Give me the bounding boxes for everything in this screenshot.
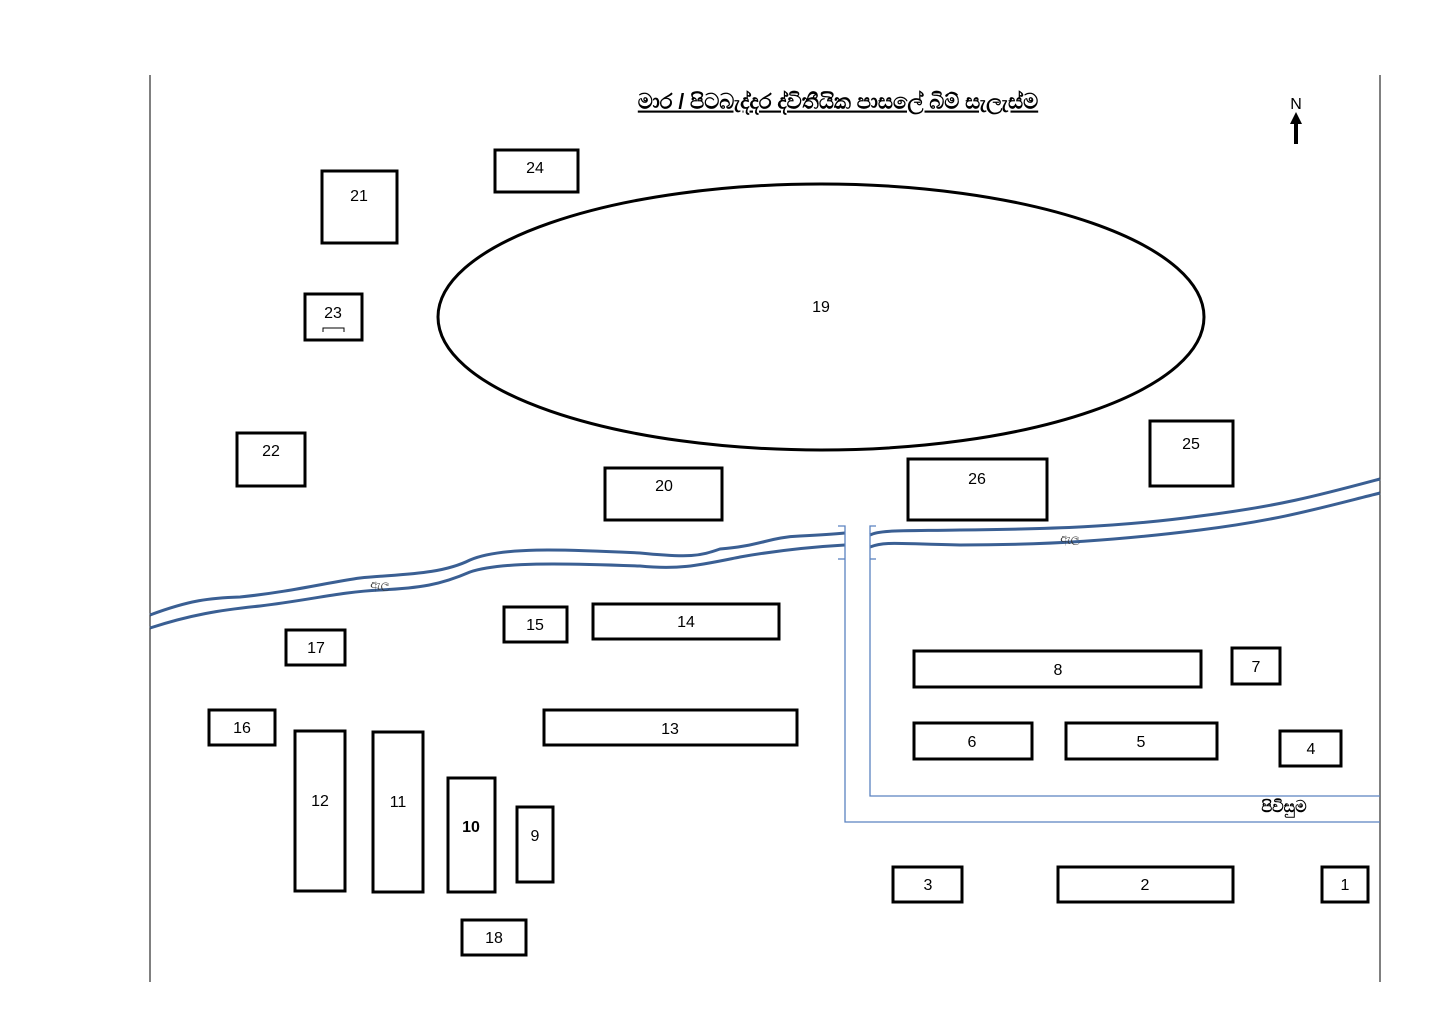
building-9: 9 [515, 805, 555, 884]
svg-text:9: 9 [531, 828, 540, 845]
svg-text:23: 23 [324, 305, 342, 322]
building-3: 3 [891, 865, 964, 904]
svg-text:5: 5 [1137, 734, 1146, 751]
building-23: 23 [303, 292, 364, 342]
north-arrow-icon: N [1290, 96, 1302, 144]
svg-text:2: 2 [1141, 877, 1150, 894]
playground-label: 19 [812, 299, 830, 316]
building-5: 5 [1064, 721, 1219, 761]
svg-text:24: 24 [526, 160, 544, 177]
building-16: 16 [207, 708, 277, 747]
svg-text:7: 7 [1252, 659, 1261, 676]
entrance-label: පිවිසුම [1261, 798, 1307, 818]
building-2: 2 [1056, 865, 1235, 904]
building-10: 10 [446, 776, 497, 894]
building-11: 11 [371, 730, 425, 894]
svg-text:1: 1 [1341, 877, 1350, 894]
map-title: මාර / පිටබැද්දර ද්විතීයික පාසලේ බිම් සැල… [638, 89, 1038, 115]
svg-text:20: 20 [655, 478, 673, 495]
building-14: 14 [591, 602, 781, 641]
svg-text:25: 25 [1182, 436, 1200, 453]
building-24: 24 [493, 148, 580, 194]
building-8: 8 [912, 649, 1203, 689]
svg-text:21: 21 [350, 188, 368, 205]
svg-text:16: 16 [233, 720, 251, 737]
svg-text:10: 10 [462, 819, 480, 836]
svg-text:4: 4 [1307, 741, 1316, 758]
stream-label: ඇල [1060, 531, 1080, 546]
building-21: 21 [320, 169, 399, 245]
building-18: 18 [460, 918, 528, 957]
building-1: 1 [1320, 865, 1370, 904]
building-12: 12 [293, 729, 347, 893]
svg-text:3: 3 [924, 877, 933, 894]
svg-text:18: 18 [485, 930, 503, 947]
svg-text:26: 26 [968, 471, 986, 488]
svg-text:15: 15 [526, 617, 544, 634]
building-22: 22 [235, 431, 307, 488]
building-13: 13 [542, 708, 799, 747]
playground-19 [436, 182, 1206, 452]
building-25: 25 [1148, 419, 1235, 488]
building-7: 7 [1230, 646, 1282, 686]
svg-text:14: 14 [677, 614, 695, 631]
building-15: 15 [502, 605, 569, 644]
building-20: 20 [603, 466, 724, 522]
building-17: 17 [284, 628, 347, 667]
svg-text:13: 13 [661, 721, 679, 738]
svg-text:12: 12 [311, 793, 329, 810]
svg-text:11: 11 [390, 794, 407, 811]
building-6: 6 [912, 721, 1034, 761]
svg-text:22: 22 [262, 443, 280, 460]
svg-text:6: 6 [968, 734, 977, 751]
building-4: 4 [1278, 729, 1343, 768]
entrance-road: පිවිසුම [838, 525, 1380, 823]
stream: ඇල ඇල [149, 477, 1381, 630]
stream-label: ඇල [370, 577, 390, 592]
svg-text:17: 17 [307, 640, 325, 657]
north-label: N [1290, 96, 1302, 113]
building-26: 26 [906, 457, 1049, 522]
svg-text:8: 8 [1054, 662, 1063, 679]
